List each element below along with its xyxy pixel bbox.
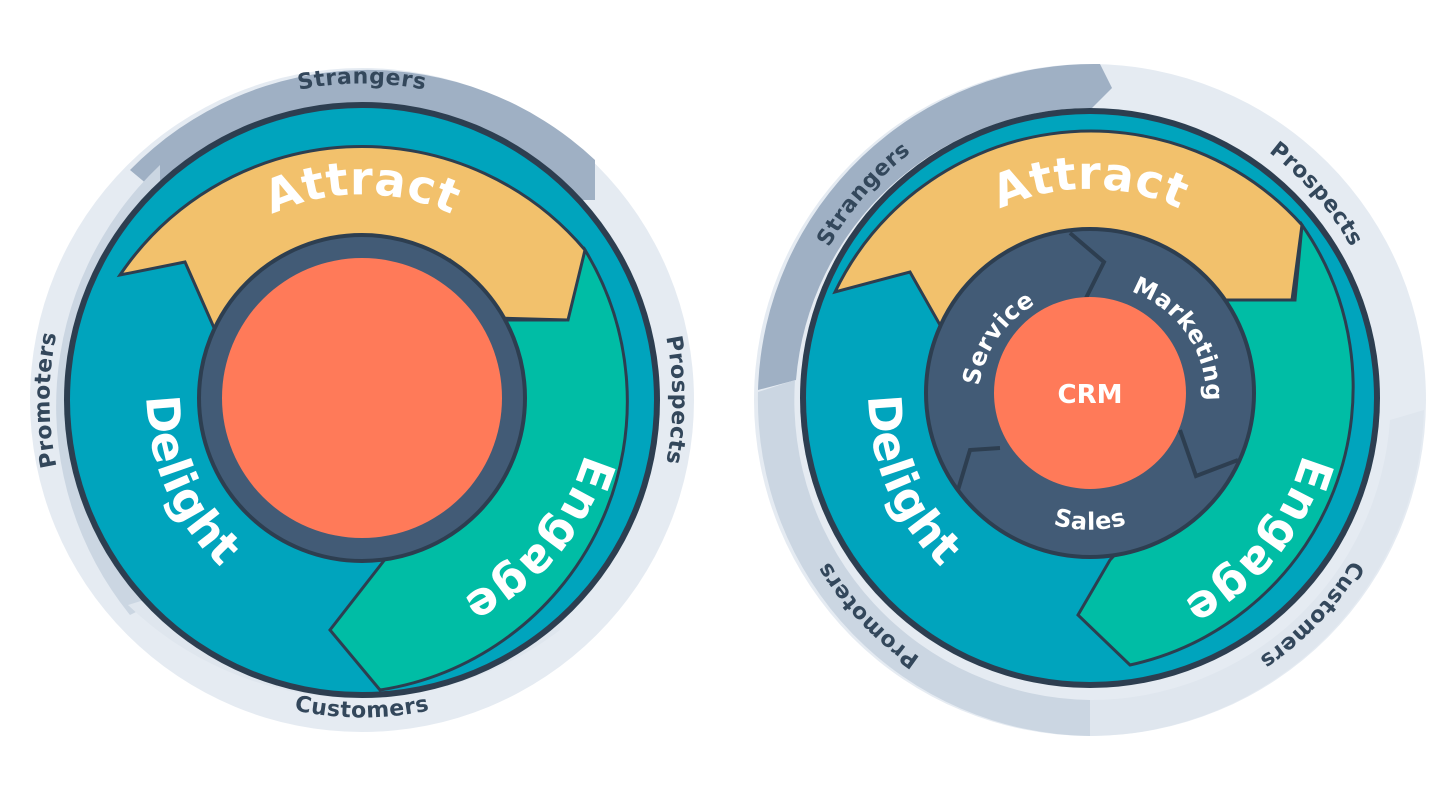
segment-attract bbox=[832, 129, 1304, 328]
core-circle bbox=[222, 258, 502, 538]
ring-segment-customers bbox=[1090, 410, 1424, 736]
ring-segment-promoters bbox=[757, 380, 1090, 736]
ring-segment-promoters bbox=[56, 165, 160, 615]
ring-segment-strangers bbox=[130, 69, 595, 200]
flywheel-basic: Strangers Prospects Customers Promoters … bbox=[30, 64, 694, 732]
hub-label-sales: Sales bbox=[1052, 503, 1128, 536]
core-circle bbox=[994, 297, 1186, 489]
hub-divider-left bbox=[956, 446, 1001, 491]
flywheel-crm: Strangers Prospects Customers Promoters … bbox=[754, 63, 1426, 736]
hub-divider-top bbox=[1068, 231, 1107, 299]
core-label-crm: CRM bbox=[1058, 380, 1123, 410]
ring-segment-strangers bbox=[758, 63, 1112, 390]
svg-text:Sales: Sales bbox=[1052, 503, 1129, 536]
hub-divider-right bbox=[1178, 429, 1239, 479]
